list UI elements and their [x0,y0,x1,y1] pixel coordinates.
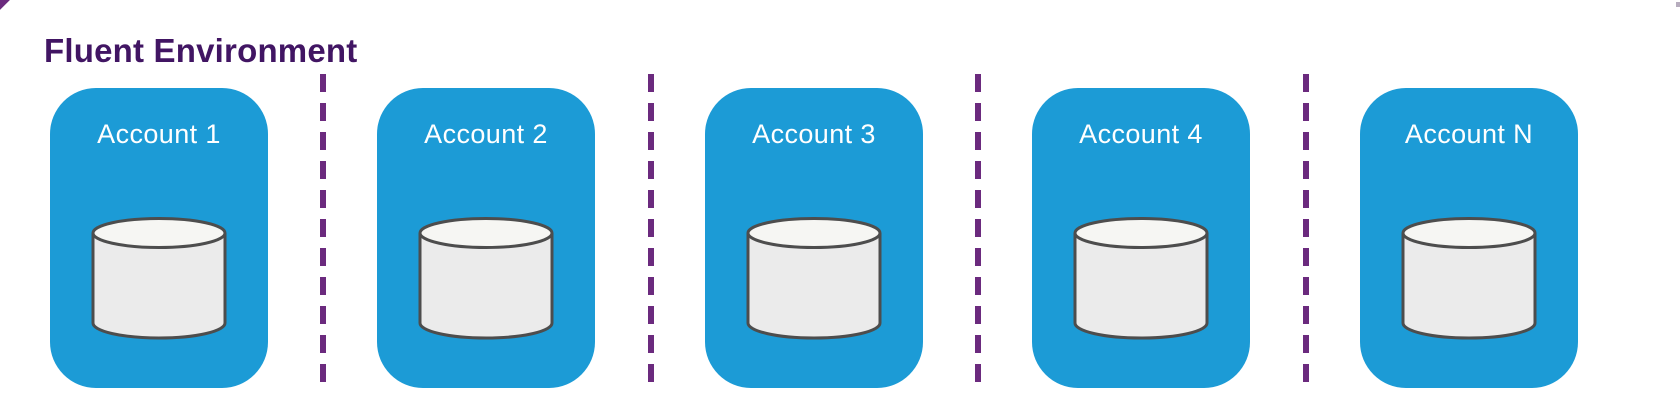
database-icon [1401,217,1537,340]
database-icon [91,217,227,340]
dashed-divider [648,74,654,386]
database-icon [1073,217,1209,340]
account-label: Account 1 [97,119,221,149]
database-icon [746,217,882,340]
account-box-3: Account 3 [705,88,923,388]
database-icon [418,217,554,340]
dashed-divider [320,74,326,386]
account-label: Account 4 [1079,119,1203,149]
page-title: Fluent Environment [44,32,358,70]
account-label: Account 2 [424,119,548,149]
account-box-2: Account 2 [377,88,595,388]
dashed-divider [1303,74,1309,386]
account-label: Account N [1404,119,1534,149]
corner-artifact-icon [0,0,10,10]
account-box-n: Account N [1360,88,1578,388]
dashed-divider [975,74,981,386]
account-box-4: Account 4 [1032,88,1250,388]
account-label: Account 3 [752,119,876,149]
corner-speck-icon [1676,2,1680,7]
account-box-1: Account 1 [50,88,268,388]
